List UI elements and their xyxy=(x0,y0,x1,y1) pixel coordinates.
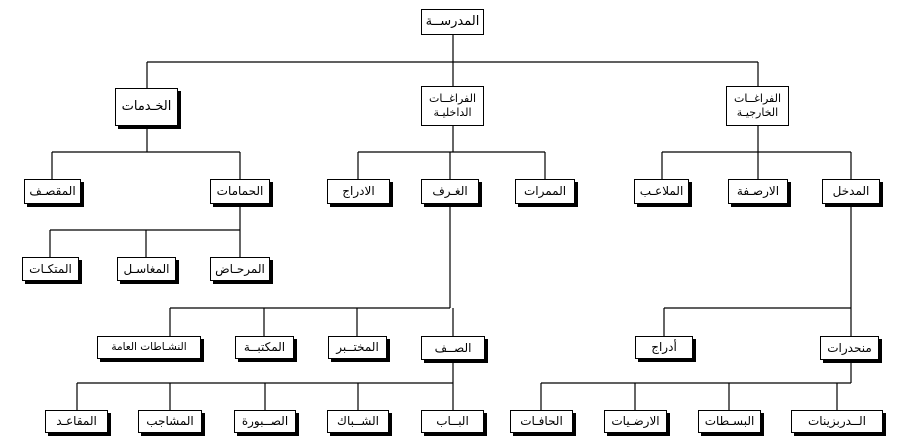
node-handrails[interactable]: الــدربزينات xyxy=(791,410,883,433)
node-internal-spaces[interactable]: الفراغــات الداخليـة xyxy=(421,86,484,126)
node-door[interactable]: البــاب xyxy=(421,410,484,433)
node-corridors[interactable]: الممرات xyxy=(515,179,575,204)
node-blackboard[interactable]: الصــبورة xyxy=(234,410,296,433)
node-bathrooms[interactable]: الحمامات xyxy=(210,179,270,204)
node-landings[interactable]: البسـطات xyxy=(698,410,761,433)
node-playground[interactable]: الملاعـب xyxy=(634,179,689,204)
node-stairs-internal[interactable]: الادراج xyxy=(327,179,390,204)
node-canteen[interactable]: المقصـف xyxy=(24,179,81,204)
node-curbs[interactable]: الحافـات xyxy=(510,410,573,433)
node-floors[interactable]: الارضـيات xyxy=(604,410,667,433)
node-toilets[interactable]: المرحـاض xyxy=(210,257,270,281)
node-lockers[interactable]: المتكـات xyxy=(22,257,79,281)
node-window[interactable]: الشــباك xyxy=(327,410,389,433)
node-public-activities[interactable]: النشـاطات العامة xyxy=(97,336,201,359)
node-sinks[interactable]: المغاسـل xyxy=(117,257,176,281)
node-school[interactable]: المدرســة xyxy=(421,9,484,35)
node-external-spaces[interactable]: الفراغــات الخارجيـة xyxy=(726,86,789,126)
node-steps[interactable]: أدراج xyxy=(635,336,693,359)
node-pavement[interactable]: الارصـفة xyxy=(728,179,788,204)
node-rooms[interactable]: الغـرف xyxy=(421,179,479,204)
node-classroom[interactable]: الصــف xyxy=(421,336,485,360)
node-seats[interactable]: المقاعـد xyxy=(45,410,108,433)
node-laboratory[interactable]: المختــبر xyxy=(328,336,387,359)
node-entrance[interactable]: المدخل xyxy=(822,179,880,204)
node-services[interactable]: الخـدمات xyxy=(115,88,178,126)
node-library[interactable]: المكتبــة xyxy=(235,336,294,359)
node-ramps[interactable]: منحدرات xyxy=(820,336,879,360)
node-hangers[interactable]: المشاجب xyxy=(138,410,202,433)
